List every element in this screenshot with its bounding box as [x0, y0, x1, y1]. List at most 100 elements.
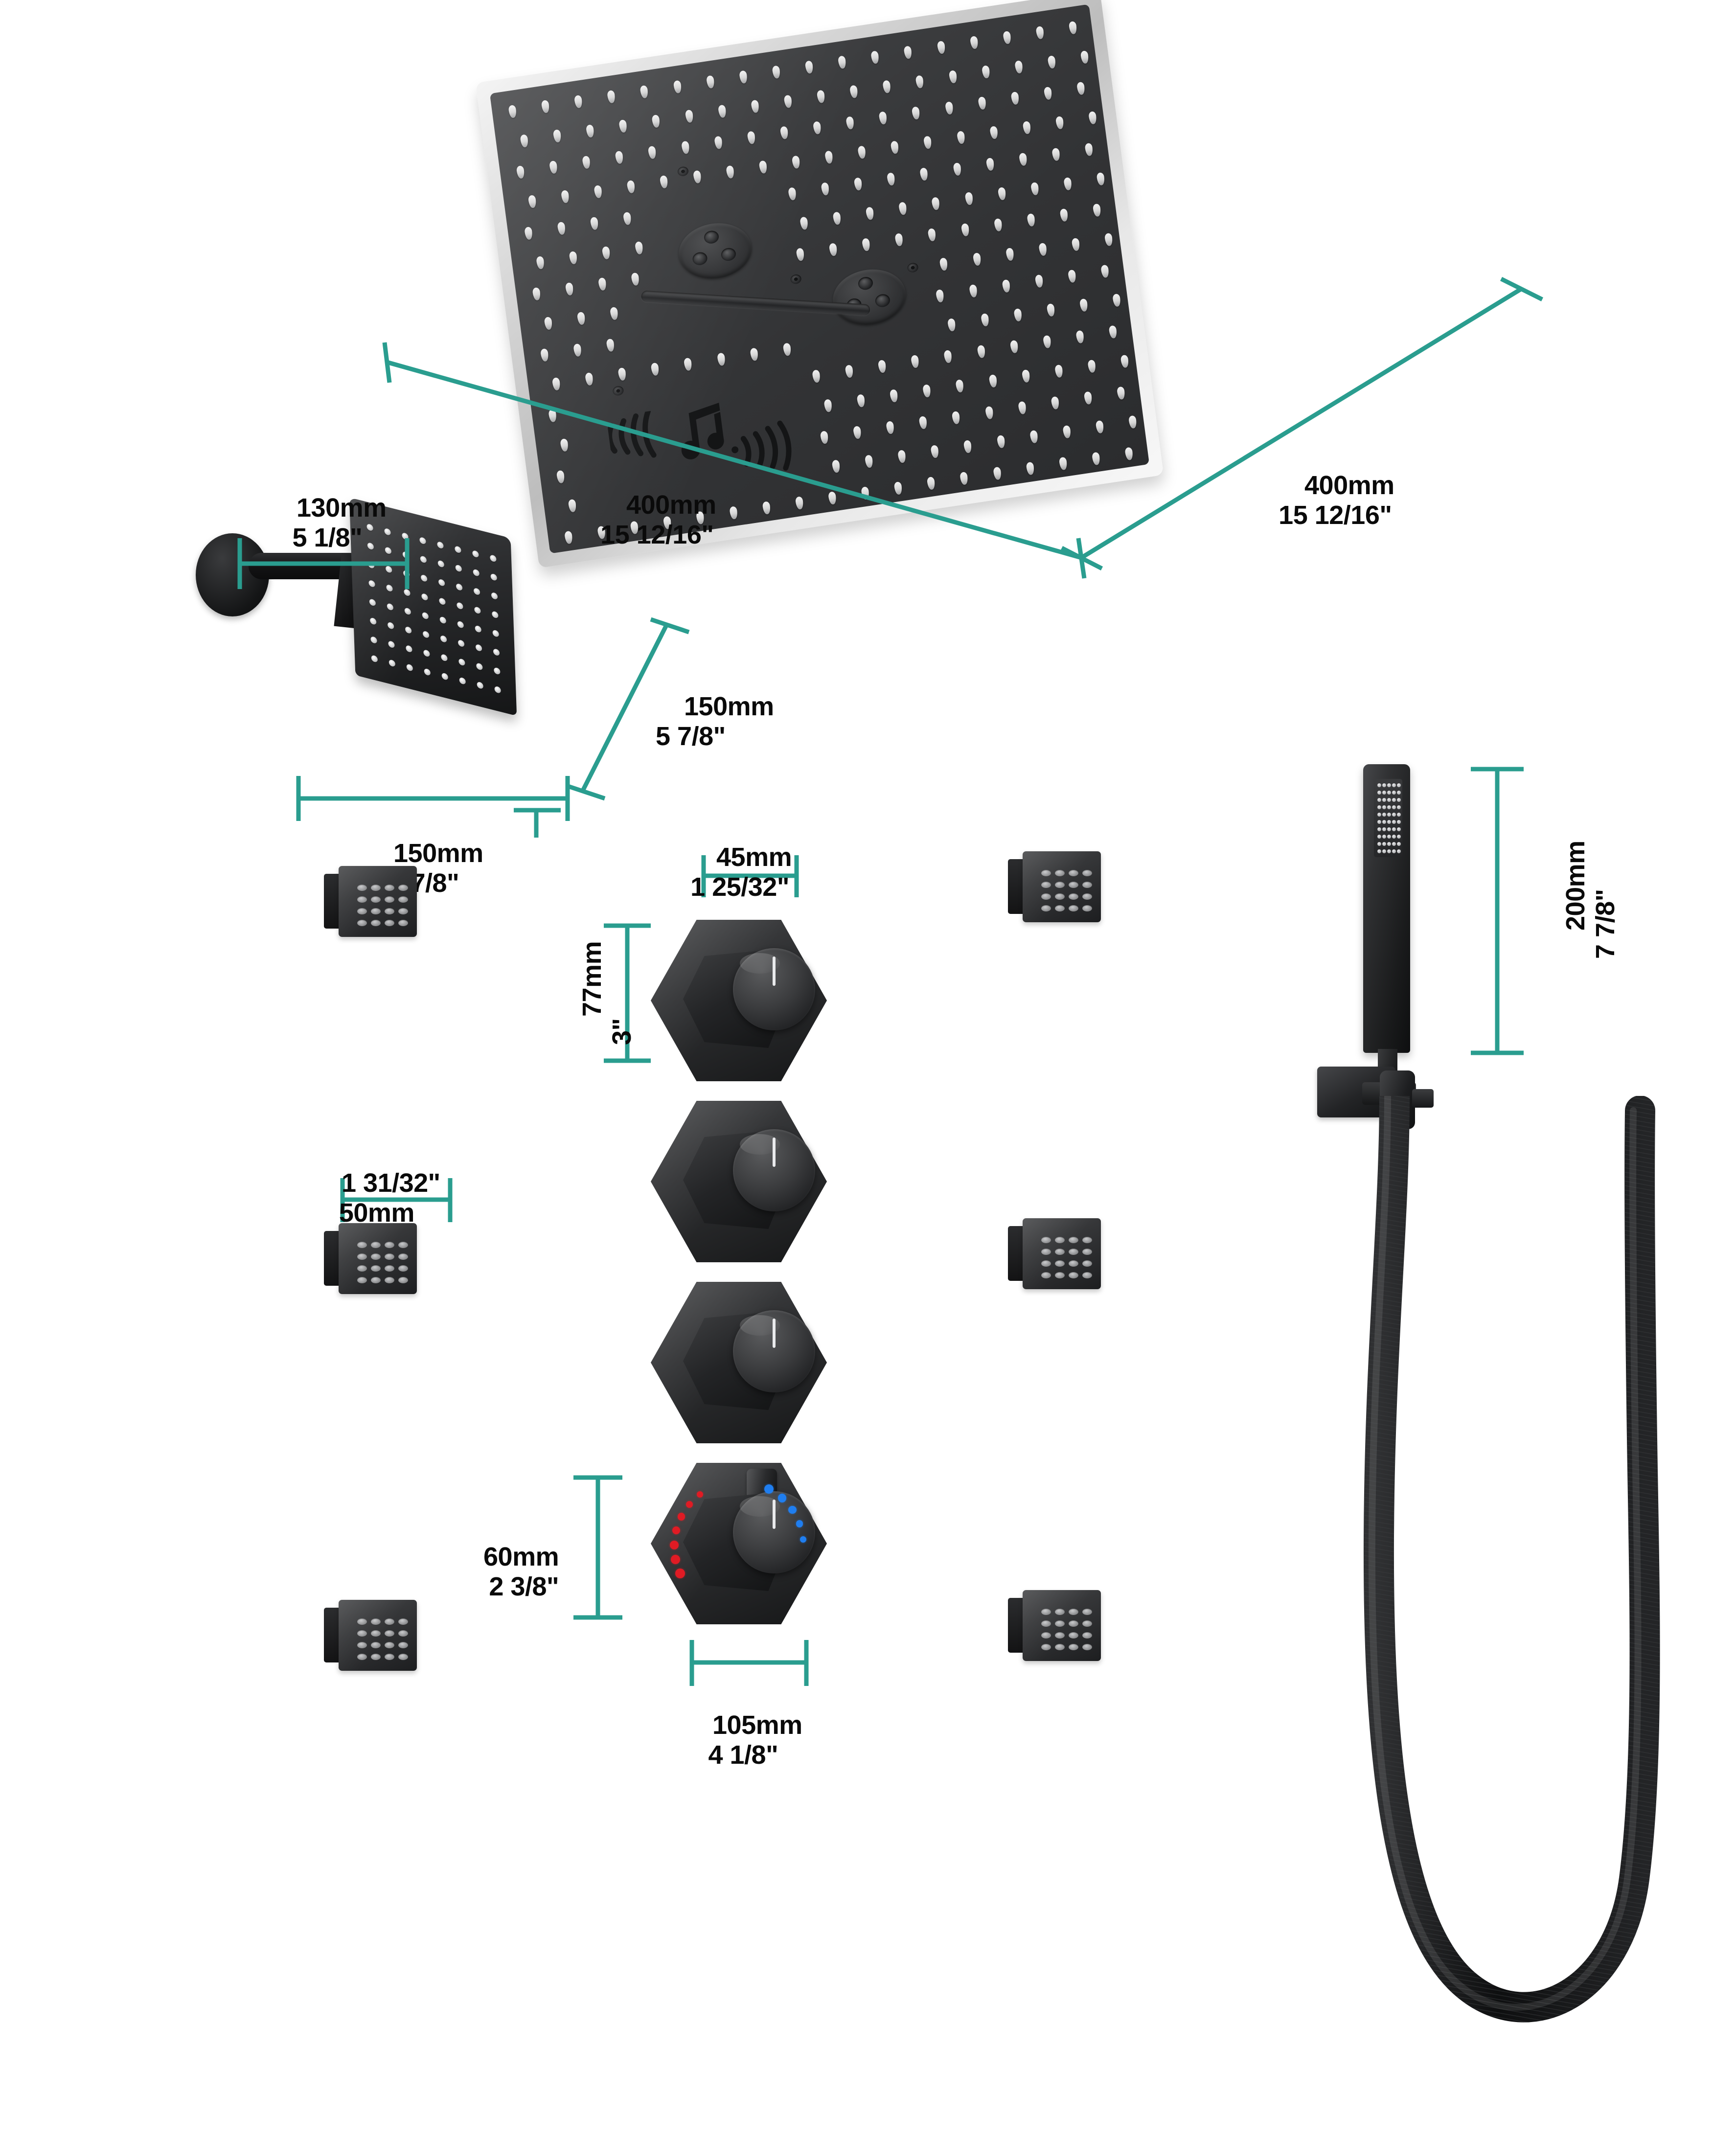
handheld-nozzle [1382, 813, 1386, 817]
handheld-nozzle [1387, 798, 1391, 802]
rain-nozzle [1108, 325, 1118, 339]
jet-nozzle [398, 1265, 408, 1272]
jet-nozzle [371, 1642, 381, 1648]
rain-nozzle [1005, 247, 1014, 261]
handheld-nozzle [1397, 835, 1401, 839]
rain-nozzle [820, 430, 829, 444]
rain-nozzle [607, 90, 616, 104]
spray-nozzle [370, 636, 377, 644]
jet-nozzle [371, 1265, 381, 1272]
rain-nozzle [997, 186, 1006, 201]
spray-nozzle [456, 583, 463, 592]
temperature-scale-dot-cold [764, 1484, 774, 1494]
thermostatic-mixing-valve[interactable] [651, 1463, 827, 1624]
jet-nozzle [1041, 1260, 1051, 1267]
rain-nozzle [845, 116, 855, 130]
jet-nozzle [1055, 1249, 1065, 1255]
handheld-nozzle [1387, 791, 1391, 795]
rain-nozzle [861, 486, 870, 500]
jet-nozzle [1082, 1272, 1092, 1278]
jet-nozzle [1041, 1620, 1051, 1627]
rain-nozzle [685, 109, 694, 123]
jet-nozzle [398, 908, 408, 914]
rain-nozzle [890, 388, 899, 403]
rain-nozzle [1088, 111, 1097, 125]
spray-nozzle [494, 667, 501, 675]
spray-nozzle [438, 578, 445, 587]
handheld-nozzle [1397, 827, 1401, 831]
rain-nozzle [549, 160, 558, 175]
jet-nozzle [371, 920, 381, 926]
rain-nozzle [1009, 340, 1019, 354]
rain-nozzle [508, 104, 517, 118]
rain-nozzle [520, 134, 529, 148]
jet-nozzle [1069, 1237, 1078, 1243]
hex-shut-off-valve[interactable] [651, 1101, 827, 1262]
hex-shut-off-valve[interactable] [651, 920, 827, 1081]
jet-nozzle [1069, 870, 1078, 876]
jet-nozzle [1041, 1632, 1051, 1638]
spray-nozzle [490, 573, 497, 581]
jet-nozzle [385, 896, 394, 903]
valve-knob[interactable] [733, 948, 815, 1030]
rain-nozzle [893, 481, 903, 495]
rain-nozzle [1018, 152, 1028, 166]
handheld-nozzle [1392, 791, 1396, 795]
valve-knob[interactable] [733, 1129, 815, 1211]
jet-nozzle [1041, 870, 1051, 876]
rain-nozzle [878, 360, 887, 374]
screw-dot [677, 166, 689, 177]
spray-nozzle [474, 606, 481, 614]
rain-nozzle [1021, 369, 1030, 383]
rain-nozzle [551, 377, 561, 391]
jet-nozzle [385, 885, 394, 891]
rain-nozzle [1035, 25, 1045, 40]
handheld-nozzle [1377, 805, 1381, 809]
rain-nozzle [660, 175, 669, 189]
rain-nozzle [944, 101, 954, 115]
spray-nozzle [369, 617, 377, 625]
rain-nozzle [1079, 298, 1089, 313]
rain-nozzle [1095, 420, 1104, 434]
rain-nozzle [540, 348, 549, 362]
temperature-scale-dot-hot [677, 1513, 685, 1521]
spray-nozzle [388, 640, 395, 649]
jet-nozzle [1069, 893, 1078, 900]
rain-nozzle [1054, 364, 1064, 378]
dim-label-wallhead-height: 150mm 5 7/8" [656, 691, 774, 751]
jet-nozzle [371, 1277, 381, 1283]
rain-nozzle [1075, 330, 1085, 344]
rain-nozzle [922, 384, 932, 398]
hex-shut-off-valve[interactable] [651, 1282, 827, 1443]
rain-nozzle [980, 313, 989, 327]
mist-outlet-lower [829, 264, 910, 330]
spray-nozzle [440, 635, 447, 643]
rain-nozzle [598, 277, 607, 291]
rain-nozzle [648, 146, 657, 160]
rain-nozzle [684, 358, 693, 372]
rain-nozzle [544, 316, 553, 330]
temperature-scale-dot-cold [799, 1536, 806, 1543]
thermostat-knob[interactable] [733, 1491, 815, 1573]
jet-nozzle [1082, 1620, 1092, 1627]
jet-nozzle [371, 908, 381, 914]
rain-nozzle [1058, 456, 1068, 471]
rain-nozzle [1068, 21, 1077, 35]
rain-nozzle [556, 470, 565, 484]
spray-nozzle [371, 655, 378, 663]
handheld-nozzle [1387, 820, 1391, 824]
rain-nozzle [673, 80, 682, 94]
spray-nozzle [437, 541, 444, 549]
jet-nozzle [1041, 1644, 1051, 1650]
rain-nozzle [911, 355, 920, 369]
rain-nozzle [952, 162, 962, 176]
rain-nozzle [714, 136, 723, 150]
rain-nozzle [1026, 461, 1035, 476]
rain-nozzle [640, 85, 649, 99]
jet-nozzle [1055, 1272, 1065, 1278]
jet-nozzle [1082, 1237, 1092, 1243]
spray-nozzle [458, 658, 465, 666]
rain-nozzle [853, 425, 862, 439]
valve-knob[interactable] [733, 1310, 815, 1392]
rain-nozzle [548, 409, 557, 423]
